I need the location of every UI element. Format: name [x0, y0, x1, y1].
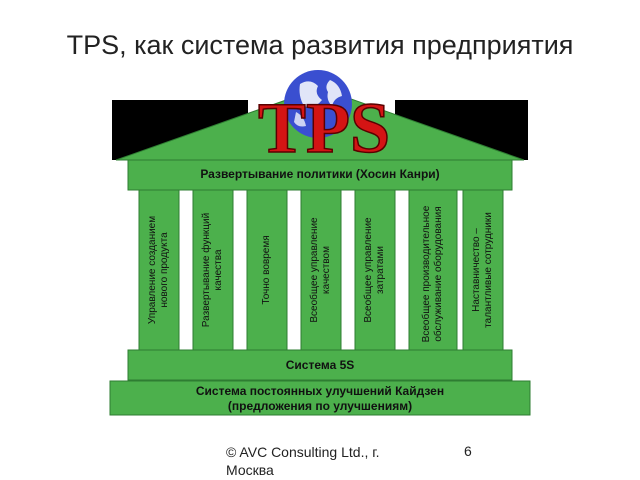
pillar-6-label: Всеобщее производительное обслуживание о… — [421, 205, 444, 343]
pillar-5 — [354, 189, 396, 351]
pillar-1 — [138, 189, 180, 351]
pillar-2 — [192, 189, 234, 351]
pillar-3 — [246, 189, 288, 351]
policy-beam-label: Развертывание политики (Хосин Канри) — [200, 167, 440, 181]
pillar-7 — [462, 189, 504, 351]
pillar-2-label: Развертывание функций качества — [201, 212, 224, 328]
pillar-1-label: Управление созданием нового продукта — [147, 215, 170, 325]
pillar-5-label: Всеобщее управление затратами — [363, 217, 386, 323]
pillar-4 — [300, 189, 342, 351]
slide-title: TPS, как система развития предприятия — [66, 30, 574, 60]
pillar-4-label: Всеобщее управление качеством — [309, 217, 332, 323]
page-number: 6 — [464, 443, 472, 459]
pillar-3-label: Точно вовремя — [261, 235, 272, 305]
base-5s — [127, 349, 513, 381]
pillar-6 — [408, 189, 458, 351]
base-kaizen — [109, 380, 531, 416]
base-kaizen-line1: Система постоянных улучшений Кайдзен — [195, 384, 445, 398]
pillar-7-label: Наставничество – талантливые сотрудники — [471, 212, 494, 328]
base-5s-label: Система 5S — [285, 358, 355, 372]
footer-copyright: © AVC Consulting Ltd., г. Москва — [226, 444, 380, 478]
tps-logo: TPS — [258, 88, 390, 168]
globe-icon — [284, 70, 352, 138]
base-kaizen-line2: (предложения по улучшениям) — [227, 399, 413, 413]
